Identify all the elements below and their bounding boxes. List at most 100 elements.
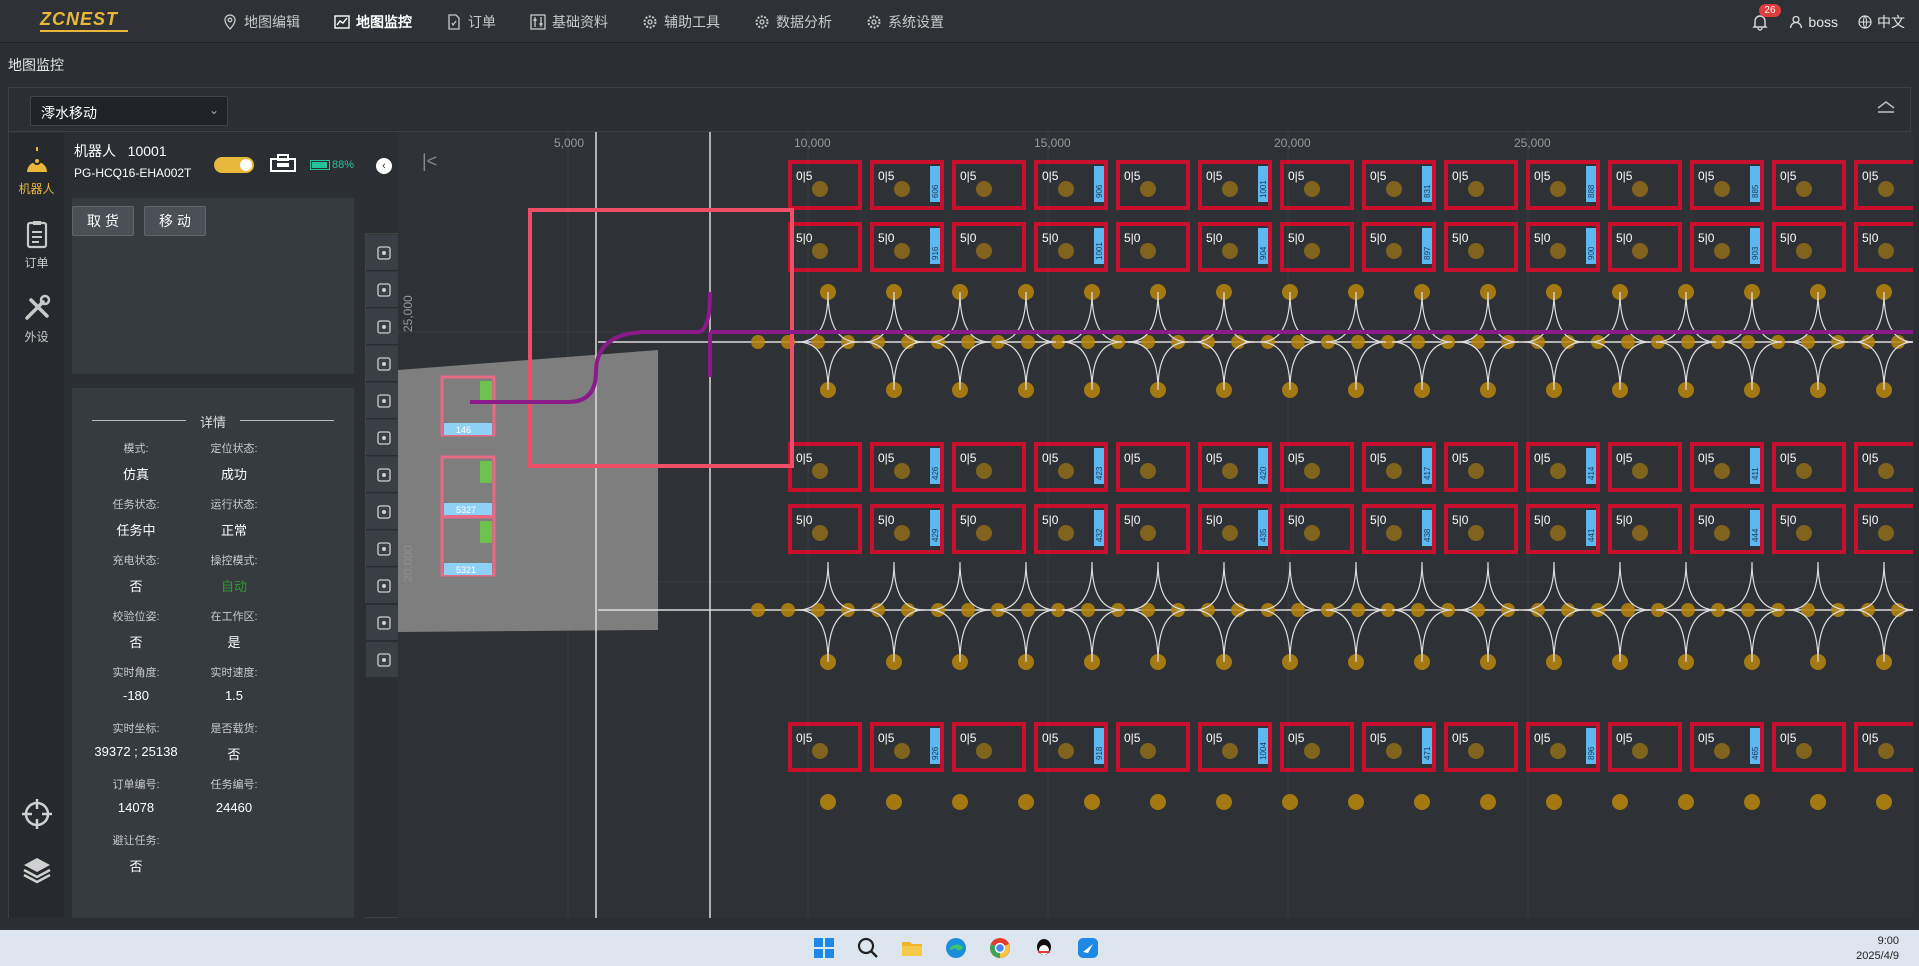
move-button[interactable]: 移 动 [144,206,206,236]
rack-marker [1222,463,1238,479]
rack-code-tag [1094,510,1104,546]
language-switch[interactable]: 中文 [1858,12,1905,32]
nav-orders[interactable]: 订单 [434,0,518,43]
node-marker [1201,603,1215,617]
upload-tool-button[interactable] [366,235,402,271]
battery-indicator: 88% [310,159,354,171]
layers-button[interactable] [9,842,64,898]
rack-code: 435 [1259,528,1268,542]
fuel-tool-button[interactable] [366,605,402,641]
rack-code: 432 [1095,528,1104,542]
nav-label: 数据分析 [776,13,832,30]
junction-curve [1193,561,1255,611]
workstation-indicator [480,381,492,403]
download-tool-button[interactable] [366,272,402,308]
rack-label: 5|0 [796,513,813,527]
node-marker [1201,335,1215,349]
rack-label: 0|5 [1206,451,1223,465]
sidebar-item-orders[interactable]: 订单 [9,207,64,281]
car-tool-button[interactable] [366,383,402,419]
detail-field: 运行状态:正常 [174,496,294,539]
rack-code-tag [930,448,940,484]
node-marker [1411,603,1425,617]
rack-label: 0|5 [1862,169,1879,183]
rack-marker [1468,463,1484,479]
nav-system-settings[interactable]: 系统设置 [854,0,966,43]
pickup-button[interactable]: 取 货 [72,206,134,236]
rack-label: 0|5 [1288,169,1305,183]
qq-icon[interactable] [1032,936,1056,960]
app-logo[interactable]: ZCNEST [40,9,118,29]
detail-field: 在工作区:是 [174,608,294,651]
junction-curve [863,291,925,343]
folder-icon[interactable] [900,936,924,960]
rack-code-tag [1258,448,1268,484]
detail-value: 仿真 [122,467,149,482]
rack-code-tag [1750,448,1760,484]
rack-label: 5|0 [1042,513,1059,527]
rack-marker [1304,181,1320,197]
rack-marker [976,463,992,479]
chrome-browser-icon[interactable] [988,936,1012,960]
rack-code: 444 [1751,528,1760,542]
robot-toggle[interactable] [214,157,254,173]
rack-label: 0|5 [878,451,895,465]
cup-tool-button[interactable] [366,642,402,678]
system-clock[interactable]: 9:00 2025/4/9 [1856,934,1899,964]
rack-slot [1280,722,1354,772]
node-marker [1741,603,1755,617]
rack-label: 0|5 [1616,731,1633,745]
user-menu[interactable]: boss [1789,14,1838,30]
rack-marker [1304,243,1320,259]
junction-curve [1325,609,1387,663]
collapse-up-icon[interactable] [1876,100,1896,114]
junction-curve [1589,609,1651,663]
workstation-indicator [480,521,492,543]
rack-code: 426 [931,466,940,480]
notification-badge: 26 [1759,3,1781,17]
warehouse-map[interactable]: 5,00010,00015,00020,00025,00025,00020,00… [398,132,1913,918]
search-icon[interactable] [856,936,880,960]
focus-tool-button[interactable] [366,346,402,382]
target-tool-button[interactable] [366,309,402,345]
junction-curve [1655,341,1717,391]
location-tool-button[interactable] [366,457,402,493]
notification-button[interactable]: 26 [1751,3,1781,31]
rack-marker [1632,181,1648,197]
sidebar-item-peripherals[interactable]: 外设 [9,281,64,355]
play-circle-tool-button[interactable] [366,531,402,567]
nav-data-analysis[interactable]: 数据分析 [742,0,854,43]
detail-value: 否 [129,859,143,874]
junction-curve [1391,341,1453,391]
rack-marker [812,525,828,541]
feishu-icon[interactable] [1076,936,1100,960]
robot-path [470,291,1913,404]
clipboard-x-tool-button[interactable] [366,568,402,604]
rack-label: 0|5 [1206,169,1223,183]
map-canvas[interactable]: 5,00010,00015,00020,00025,00025,00020,00… [398,132,1913,918]
sliders-icon [530,13,546,30]
sidebar-item-robot[interactable]: 机器人 [9,133,64,207]
junction-curve [797,341,859,391]
rack-slot [870,504,944,554]
locate-button[interactable] [9,786,64,842]
nav-map-edit[interactable]: 地图编辑 [210,0,322,43]
nav-base-data[interactable]: 基础资料 [518,0,630,43]
junction-curve [995,341,1057,391]
rack-code: 926 [931,746,940,760]
rack-code-tag [1586,448,1596,484]
detail-value: -180 [122,688,150,703]
close-robot-button[interactable]: ‹ [376,158,392,174]
user-icon [1790,15,1803,28]
cart-icon[interactable] [269,153,297,175]
windows-start-icon[interactable] [812,936,836,960]
detail-label: 模式: [123,443,149,455]
nav-map-monitor[interactable]: 地图监控 [322,0,434,43]
rack-slot [870,222,944,272]
alert-tool-button[interactable] [366,494,402,530]
map-select[interactable]: 澪水移动 ⌄ [30,96,228,126]
edge-browser-icon[interactable] [944,936,968,960]
nav-aux-tools[interactable]: 辅助工具 [630,0,742,43]
rack-marker [976,743,992,759]
car-add-tool-button[interactable] [366,420,402,456]
